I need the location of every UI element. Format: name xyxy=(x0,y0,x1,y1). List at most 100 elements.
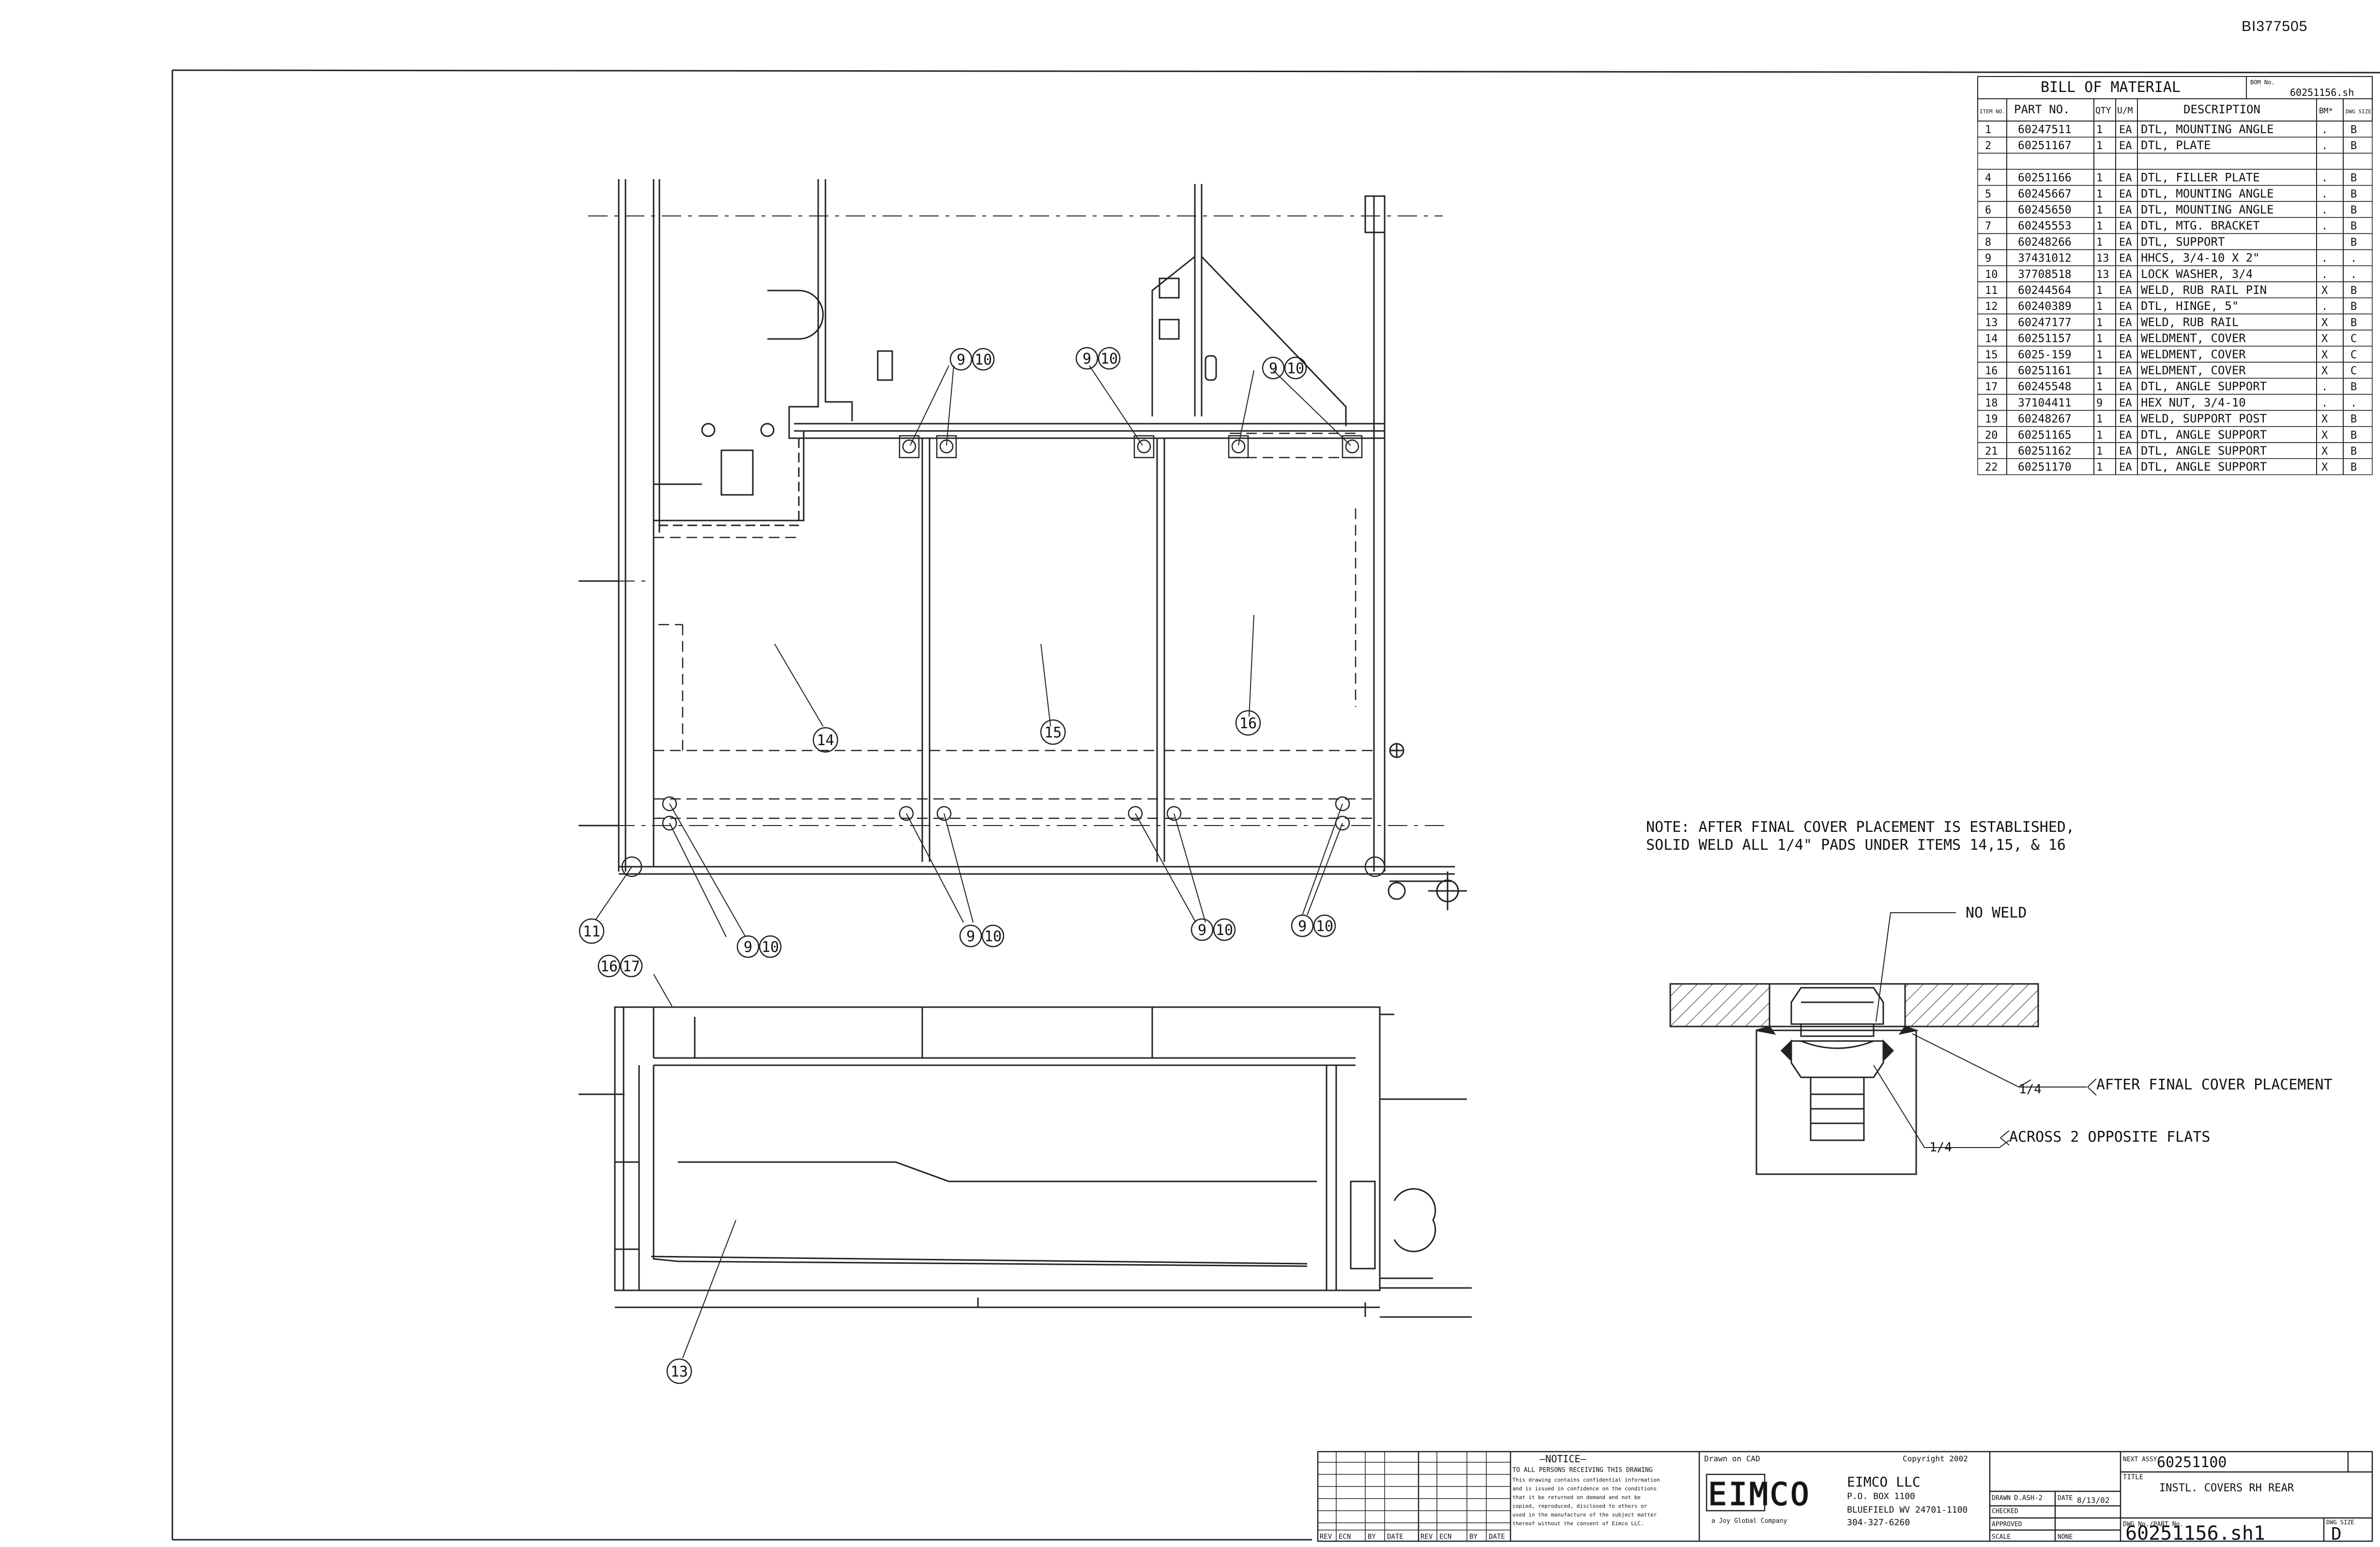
bom-cell-desc: HHCS, 3/4-10 X 2" xyxy=(2141,251,2260,265)
balloon-10-label: 10 xyxy=(984,928,1002,945)
balloon-9-label: 9 xyxy=(1198,922,1206,939)
bom-cell-part: 60251170 xyxy=(2018,461,2072,474)
bom-cell-part: 37708518 xyxy=(2018,268,2072,281)
dwg-no-label: DWG No./PART No. xyxy=(2123,1521,2183,1528)
bom-cell-um: EA xyxy=(2119,349,2132,361)
bom-cell-bm: . xyxy=(2321,253,2328,265)
bom-cell-item: 20 xyxy=(1985,429,1998,442)
balloon-17 xyxy=(620,954,643,978)
title-block xyxy=(1317,1451,2373,1542)
notice-line-6: used in the manufacture of the subject m… xyxy=(1512,1512,1657,1518)
bom-cell-um: EA xyxy=(2119,285,2132,297)
bom-cell-bm: X xyxy=(2321,429,2328,442)
bom-cell-qty: 1 xyxy=(2096,461,2103,474)
bom-cell-qty: 1 xyxy=(2096,429,2103,442)
bom-cell-part: 60251167 xyxy=(2018,139,2072,152)
drawing-title: INSTL. COVERS RH REAR xyxy=(2159,1482,2294,1494)
bom-cell-um: EA xyxy=(2119,236,2132,248)
bom-cell-size: B xyxy=(2350,317,2357,329)
notice-title: —NOTICE— xyxy=(1540,1453,1587,1465)
bom-cell-size: B xyxy=(2350,204,2357,216)
bom-cell-bm: X xyxy=(2321,445,2328,458)
balloon-9 xyxy=(1262,356,1285,380)
bom-cell-item: 11 xyxy=(1985,285,1998,297)
bom-cell-item: 7 xyxy=(1985,220,1991,232)
bom-cell-um: EA xyxy=(2119,333,2132,345)
bom-cell-bm: X xyxy=(2321,333,2328,345)
bom-cell-size: B xyxy=(2350,220,2357,232)
notice-line-7: thereof without the consent of Eimco LLC… xyxy=(1512,1520,1644,1527)
rev-header-ecn: ECN xyxy=(1339,1533,1351,1541)
bom-cell-um: EA xyxy=(2119,461,2132,474)
bom-cell-desc: WELDMENT, COVER xyxy=(2141,348,2246,361)
rev-header-rev-2: REV xyxy=(1420,1533,1433,1541)
eimco-logo: EIMCO xyxy=(1708,1477,1811,1513)
bom-cell-part: 60248267 xyxy=(2018,413,2072,426)
bom-cell-item: 17 xyxy=(1985,381,1998,393)
next-assy-number: 60251100 xyxy=(2157,1454,2227,1471)
bom-cell-item: 8 xyxy=(1985,236,1991,248)
bom-cell-item: 9 xyxy=(1985,253,1991,265)
bom-cell-size: B xyxy=(2350,124,2357,136)
weld-detail-labels: NO WELD 1/4 AFTER FINAL COVER PLACEMENT … xyxy=(1929,904,2333,1155)
balloon-9-label: 9 xyxy=(744,939,752,956)
bom-cell-desc: DTL, ANGLE SUPPORT xyxy=(2141,460,2267,474)
bom-cell-um: EA xyxy=(2119,220,2132,232)
rev-header-ecn-2: ECN xyxy=(1439,1533,1451,1541)
bom-cell-item: 18 xyxy=(1985,397,1998,409)
scale-value: NONE xyxy=(2058,1533,2073,1541)
bom-cell-qty: 1 xyxy=(2096,172,2103,184)
bom-cell-desc: WELD, RUB RAIL PIN xyxy=(2141,283,2267,297)
document-id: BI377505 xyxy=(2242,18,2308,34)
weld-detail xyxy=(1669,912,2097,1175)
bom-title: BILL OF MATERIAL xyxy=(2041,79,2181,96)
bom-cell-qty: 1 xyxy=(2096,349,2103,361)
date-label: DATE xyxy=(2058,1495,2073,1502)
company-phone: 304-327-6260 xyxy=(1847,1517,1910,1528)
weld-size-label-2: 1/4 xyxy=(1929,1140,1952,1155)
balloon-10 xyxy=(972,348,995,371)
bom-cell-bm: X xyxy=(2321,414,2328,426)
bom-cell-bm: X xyxy=(2321,461,2328,474)
bom-cell-size: C xyxy=(2350,333,2357,345)
balloon-16 xyxy=(1235,710,1261,736)
bom-cell-um: EA xyxy=(2119,445,2132,458)
bom-cell-size: B xyxy=(2350,445,2357,458)
balloon-10-label: 10 xyxy=(1287,360,1304,377)
balloon-9 xyxy=(1190,918,1214,941)
bom-cell-qty: 1 xyxy=(2096,301,2103,313)
bom-cell-item: 16 xyxy=(1985,365,1998,377)
bom-cell-bm: . xyxy=(2321,381,2328,393)
bom-header: QTY xyxy=(2095,106,2111,116)
title-label: TITLE xyxy=(2123,1473,2143,1481)
balloon-9-label: 9 xyxy=(1269,360,1278,377)
balloon-9 xyxy=(949,348,973,371)
balloon-9-label: 9 xyxy=(966,928,975,945)
balloon-10-label: 10 xyxy=(762,939,779,956)
bom-cell-qty: 1 xyxy=(2096,220,2103,232)
bom-cell-desc: DTL, FILLER PLATE xyxy=(2141,171,2260,184)
bom-cell-part: 60251166 xyxy=(2018,172,2072,184)
bom-cell-part: 6025-159 xyxy=(2018,349,2072,361)
bom-cell-part: 60247511 xyxy=(2018,123,2072,136)
balloon-9-label: 9 xyxy=(1298,918,1307,935)
bom-cell-um: EA xyxy=(2119,172,2132,184)
bom-number-label: BOM No. xyxy=(2250,79,2275,86)
rev-header-rev: REV xyxy=(1320,1533,1332,1541)
bom-cell-item: 6 xyxy=(1985,204,1991,216)
drawn-on-cad: Drawn on CAD xyxy=(1704,1454,1760,1463)
bom-header: DESCRIPTION xyxy=(2183,103,2260,116)
bom-cell-bm: X xyxy=(2321,285,2328,297)
balloon-11 xyxy=(579,918,605,944)
notice-line-5: copied, reproduced, disclosed to others … xyxy=(1512,1503,1648,1509)
bom-cell-desc: HEX NUT, 3/4-10 xyxy=(2141,396,2246,409)
balloon-9 xyxy=(1075,347,1098,370)
note-line-2: SOLID WELD ALL 1/4" PADS UNDER ITEMS 14,… xyxy=(1646,837,2066,854)
balloon-9 xyxy=(1291,914,1314,937)
note-line-1: NOTE: AFTER FINAL COVER PLACEMENT IS EST… xyxy=(1646,819,2075,836)
drawn-date: 8/13/02 xyxy=(2077,1496,2109,1505)
bom-cell-qty: 1 xyxy=(2096,124,2103,136)
bom-cell-part: 60247177 xyxy=(2018,316,2072,329)
bom-cell-item: 1 xyxy=(1985,124,1991,136)
